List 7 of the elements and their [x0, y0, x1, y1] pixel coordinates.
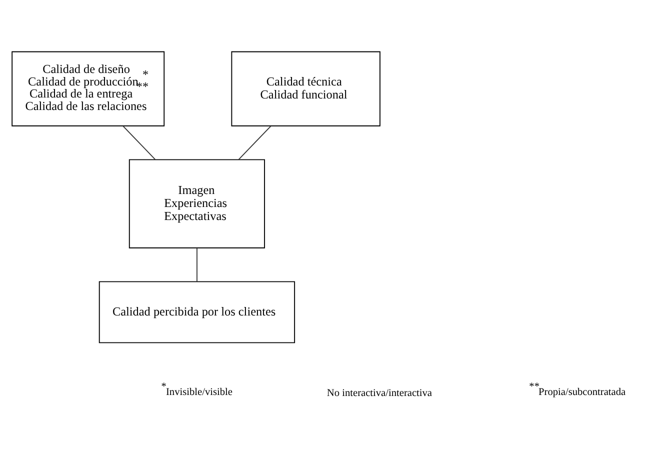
- node-box: Calidad técnica Calidad funcional: [231, 51, 380, 126]
- node-box: Calidad percibida por los clientes: [98, 281, 296, 344]
- connector: [196, 248, 198, 282]
- connector: [238, 126, 272, 160]
- connector: [122, 126, 156, 160]
- node-box: Imagen Experiencias Expectativas: [128, 159, 265, 248]
- label: No interactiva/interactiva: [326, 388, 432, 399]
